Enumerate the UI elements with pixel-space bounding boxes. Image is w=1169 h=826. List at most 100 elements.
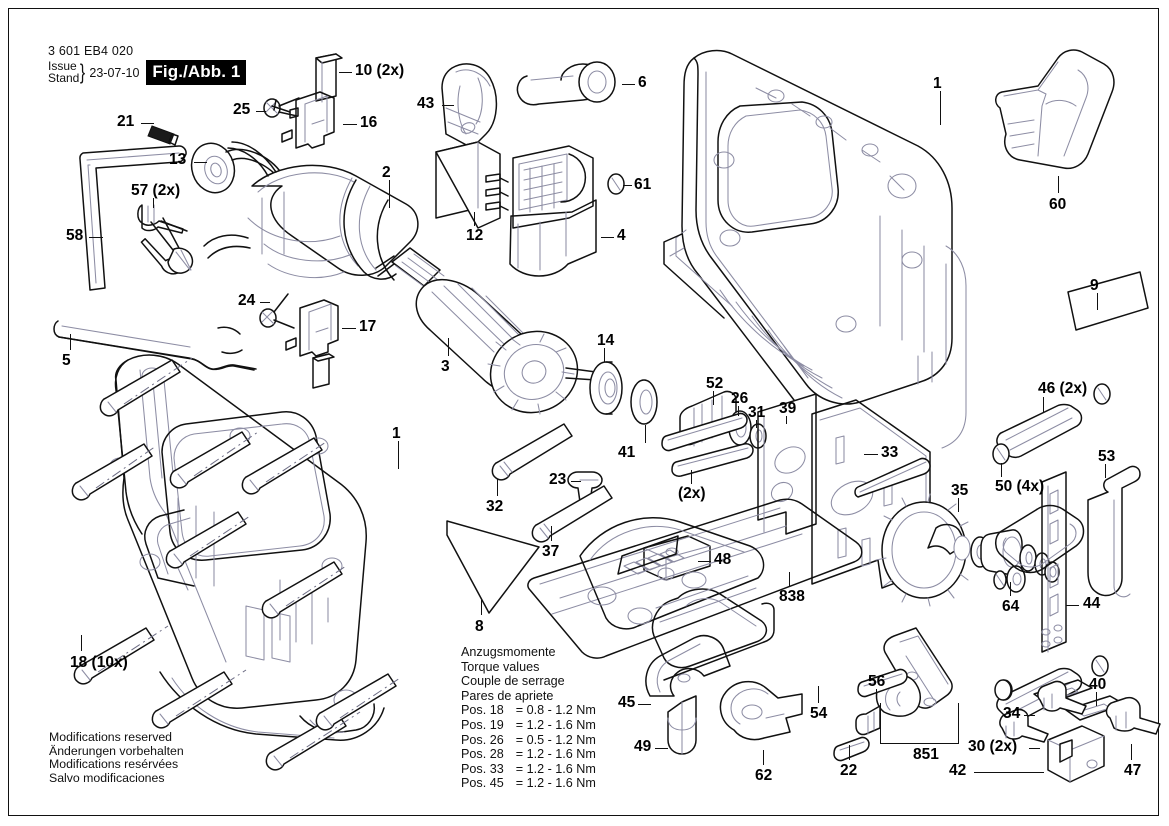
callout-9: 9	[1090, 277, 1099, 294]
torque-value: = 0.8 - 1.2 Nm	[515, 703, 596, 718]
brace-glyph: }	[80, 60, 86, 84]
callout-25: 25	[233, 101, 251, 118]
leader-2	[389, 180, 391, 208]
leader-22	[849, 745, 851, 760]
callout-50: 50 (4x)	[995, 478, 1045, 495]
torque-pos: Pos. 18	[461, 703, 504, 718]
leader-46	[1043, 397, 1045, 413]
leader-1-lower	[398, 441, 400, 469]
leader-4	[601, 237, 614, 239]
leader-3	[448, 338, 450, 356]
leader-56	[876, 689, 878, 699]
leader-13	[194, 162, 207, 164]
modifications-notice: Modifications reserved Änderungen vorbeh…	[49, 730, 184, 785]
callout-64: 64	[1002, 598, 1020, 615]
callout-31: 31	[748, 404, 766, 421]
torque-value: = 1.2 - 1.6 Nm	[515, 717, 596, 732]
leader-31	[756, 420, 758, 428]
leader-18	[81, 635, 83, 651]
leader-1-upper	[940, 91, 942, 125]
modifications-line-de: Änderungen vorbehalten	[49, 743, 184, 758]
leader-26	[738, 406, 740, 416]
leader-42	[974, 772, 1044, 774]
leader-62	[763, 750, 765, 765]
callout-12: 12	[466, 227, 484, 244]
leader-33	[864, 454, 878, 456]
leader-58	[89, 237, 103, 239]
leader-17	[342, 328, 356, 330]
leader-64	[1010, 582, 1012, 596]
issue-row: Issue Stand } 23-07-10 Fig./Abb. 1	[48, 59, 247, 85]
callout-37: 37	[542, 543, 560, 560]
callout-24: 24	[238, 292, 256, 309]
leader-43	[442, 105, 454, 107]
torque-pos: Pos. 19	[461, 717, 504, 732]
callout-41: 41	[618, 444, 636, 461]
callout-46: 46 (2x)	[1038, 380, 1088, 397]
callout-851: 851	[913, 746, 939, 763]
callout-45: 45	[618, 694, 636, 711]
leader-12	[474, 212, 476, 226]
callout-60: 60	[1049, 196, 1067, 213]
torque-value: = 1.2 - 1.6 Nm	[515, 776, 596, 791]
torque-row: Pos. 19 = 1.2 - 1.6 Nm	[461, 718, 596, 733]
callout-6: 6	[638, 74, 647, 91]
callout-32: 32	[486, 498, 504, 515]
callout-49: 49	[634, 738, 652, 755]
callout-26: 26	[731, 390, 749, 407]
leader-47	[1131, 744, 1133, 760]
figure-badge: Fig./Abb. 1	[146, 60, 247, 85]
callout-17: 17	[359, 318, 377, 335]
issue-date: 23-07-10	[89, 65, 140, 80]
leader-53	[1105, 464, 1107, 478]
callout-47: 47	[1124, 762, 1142, 779]
torque-value: = 1.2 - 1.6 Nm	[515, 747, 596, 762]
torque-pos: Pos. 28	[461, 747, 504, 762]
callout-62: 62	[755, 767, 773, 784]
callout-53: 53	[1098, 448, 1116, 465]
callout-35: 35	[951, 482, 969, 499]
leader-34	[1024, 715, 1035, 717]
callout-42: 42	[949, 762, 967, 779]
modifications-line-fr: Modifications resérvées	[49, 757, 179, 772]
leader-9	[1097, 293, 1099, 310]
stand-label: Stand	[48, 70, 80, 85]
callout-4: 4	[617, 227, 626, 244]
header-block: 3 601 EB4 020 Issue Stand } 23-07-10 Fig…	[48, 44, 247, 85]
torque-pos: Pos. 33	[461, 761, 504, 776]
torque-row: Pos. 28 = 1.2 - 1.6 Nm	[461, 747, 596, 762]
callout-8: 8	[475, 618, 484, 635]
torque-heading-de: Anzugsmomente	[461, 645, 556, 659]
leader-838	[789, 572, 791, 586]
callout-838: 838	[779, 588, 805, 605]
torque-values-block: Anzugsmomente Torque values Couple de se…	[461, 645, 596, 791]
leader-24	[260, 302, 270, 304]
callout-10: 10 (2x)	[355, 62, 405, 79]
issue-label: Issue	[48, 59, 77, 73]
leader-21	[141, 123, 154, 125]
callout-18: 18 (10x)	[70, 654, 128, 671]
torque-row: Pos. 45= 1.2 - 1.6 Nm	[461, 776, 596, 791]
leader-48	[698, 561, 711, 563]
leader-6	[622, 84, 635, 86]
leader-39	[786, 416, 788, 424]
callout-1-upper: 1	[933, 75, 942, 92]
bracket-851	[880, 703, 959, 744]
callout-16: 16	[360, 114, 378, 131]
torque-heading-es: Pares de apriete	[461, 688, 554, 703]
callout-40: 40	[1089, 676, 1107, 693]
leader-30	[1029, 748, 1040, 750]
callout-30: 30 (2x)	[968, 738, 1018, 755]
leader-37	[551, 526, 553, 541]
callout-61: 61	[634, 176, 652, 193]
leader-57	[153, 198, 155, 208]
torque-heading-en: Torque values	[461, 659, 540, 674]
leader-52	[713, 391, 715, 405]
torque-row: Pos. 18 = 0.8 - 1.2 Nm	[461, 703, 596, 718]
modifications-line-en: Modifications reserved	[49, 730, 173, 744]
callout-2: 2	[382, 164, 391, 181]
leader-41	[645, 425, 647, 443]
callout-5: 5	[62, 352, 71, 369]
callout-52: 52	[706, 375, 724, 392]
